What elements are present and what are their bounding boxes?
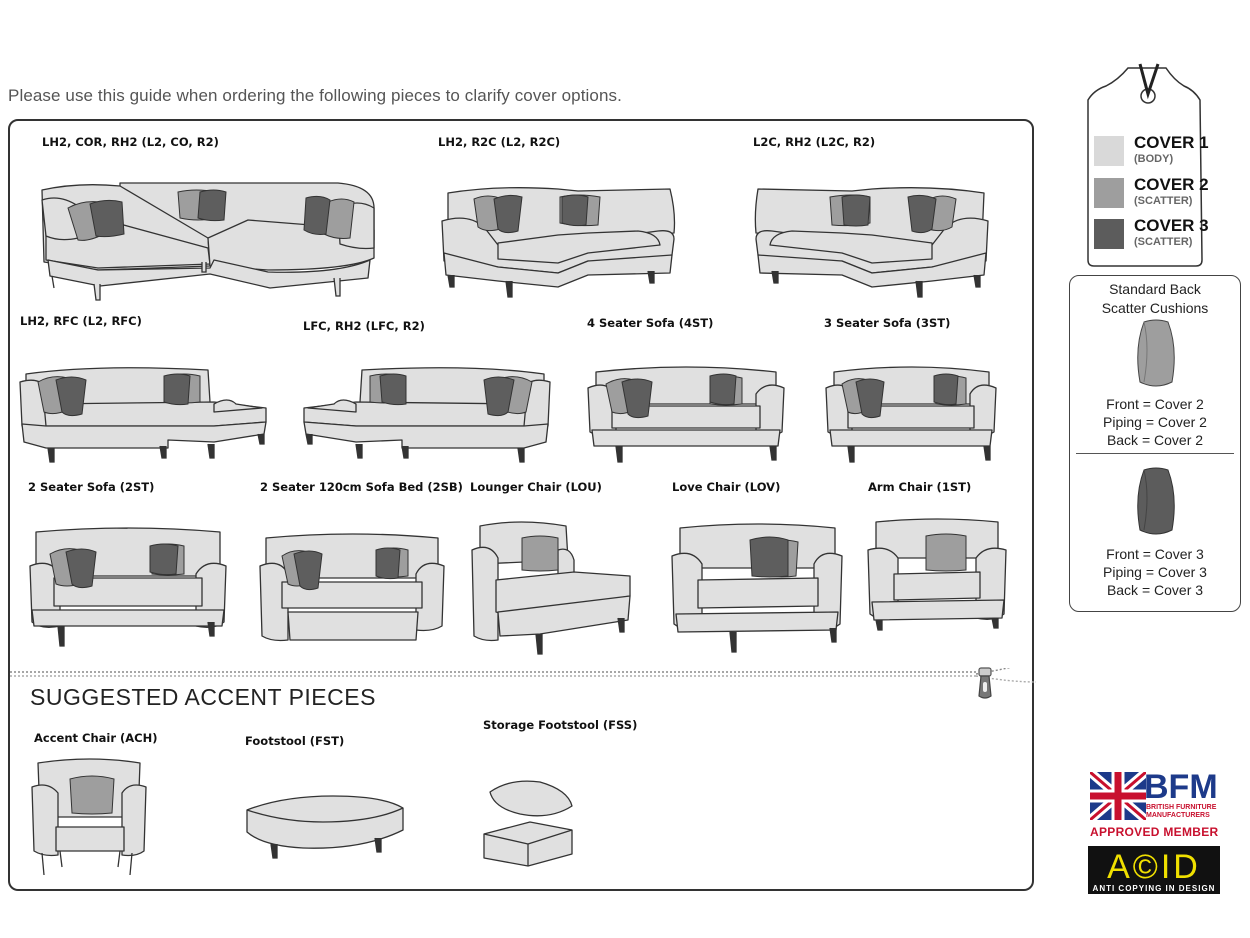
accent-label: Storage Footstool (FSS) [483,718,638,732]
piece-label: 4 Seater Sofa (4ST) [587,316,714,330]
cushion-cover-2-icon [1134,318,1178,394]
chaise-sofa-left-illustration [302,362,552,472]
scatter-divider [1076,453,1234,454]
arm-chair-illustration [866,518,1011,638]
love-chair-illustration [670,522,845,657]
scatter-option-1-front: Front = Cover 2 [1106,396,1204,412]
scatter-option-1-back: Back = Cover 2 [1106,432,1204,448]
accent-label: Accent Chair (ACH) [34,731,158,745]
cover-1-row: COVER 1 (BODY) [1094,134,1209,166]
accent-chair-illustration [30,757,150,882]
piece-label: LH2, RFC (L2, RFC) [20,314,142,328]
scatter-cushions-panel [1069,275,1241,612]
acid-logo-text: A©ID [1107,848,1201,886]
intro-text: Please use this guide when ordering the … [8,86,622,105]
accent-section-heading: SUGGESTED ACCENT PIECES [30,684,376,710]
pieces-panel [8,119,1034,891]
cover-2-name: COVER 2 [1134,175,1209,194]
scatter-option-2-piping: Piping = Cover 3 [1103,564,1207,580]
cover-2-row: COVER 2 (SCATTER) [1094,176,1209,208]
cover-3-sub: (SCATTER) [1134,236,1193,248]
bfm-sub-1: BRITISH FURNITURE [1146,804,1217,811]
piece-label: 2 Seater 120cm Sofa Bed (2SB) [260,480,463,494]
bfm-approved-text: APPROVED MEMBER [1090,825,1219,839]
cover-legend-tag [1082,60,1214,270]
cover-1-name: COVER 1 [1134,133,1209,152]
accent-label: Footstool (FST) [245,734,345,748]
piece-label: Lounger Chair (LOU) [470,480,602,494]
piece-label: Love Chair (LOV) [672,480,781,494]
cover-3-row: COVER 3 (SCATTER) [1094,217,1209,249]
sofa-bed-illustration [258,532,448,652]
cover-2-sub: (SCATTER) [1134,195,1193,207]
cover-2-swatch [1094,178,1124,208]
bfm-logo-text: BFM [1144,768,1218,806]
cover-3-swatch [1094,219,1124,249]
piece-label: 3 Seater Sofa (3ST) [824,316,951,330]
two-seater-sofa-illustration [28,526,228,656]
storage-footstool-illustration [480,778,580,873]
chaise-sofa-right-illustration [18,362,268,472]
piece-label: LH2, COR, RH2 (L2, CO, R2) [42,135,219,149]
scatter-title-2: Scatter Cushions [1101,300,1209,316]
cover-1-swatch [1094,136,1124,166]
bfm-sub-2: MANUFACTURERS [1146,812,1210,819]
piece-label: L2C, RH2 (L2C, R2) [753,135,876,149]
piece-label: LFC, RH2 (LFC, R2) [303,319,425,333]
cover-1-sub: (BODY) [1134,153,1174,165]
cushion-cover-3-icon [1134,466,1178,542]
acid-sub-text: ANTI COPYING IN DESIGN [1092,884,1216,893]
piece-label: 2 Seater Sofa (2ST) [28,480,155,494]
three-seater-sofa-illustration [824,362,999,472]
zip-pull-icon [974,666,996,704]
lounger-chair-illustration [470,520,635,660]
scatter-option-1-piping: Piping = Cover 2 [1103,414,1207,430]
corner-sofa-right-illustration [438,183,678,303]
corner-sofa-illustration [38,178,378,303]
scatter-option-2-back: Back = Cover 3 [1106,582,1204,598]
footstool-illustration [243,792,408,877]
scatter-title-1: Standard Back [1109,281,1201,297]
piece-label: LH2, R2C (L2, R2C) [438,135,561,149]
cover-3-name: COVER 3 [1134,216,1209,235]
four-seater-sofa-illustration [586,362,786,472]
scatter-option-2-front: Front = Cover 3 [1106,546,1204,562]
piece-label: Arm Chair (1ST) [868,480,972,494]
acid-logo [1088,846,1220,894]
corner-sofa-left-illustration [752,183,992,303]
zip-divider [10,661,1037,684]
union-flag-icon [1087,768,1149,824]
